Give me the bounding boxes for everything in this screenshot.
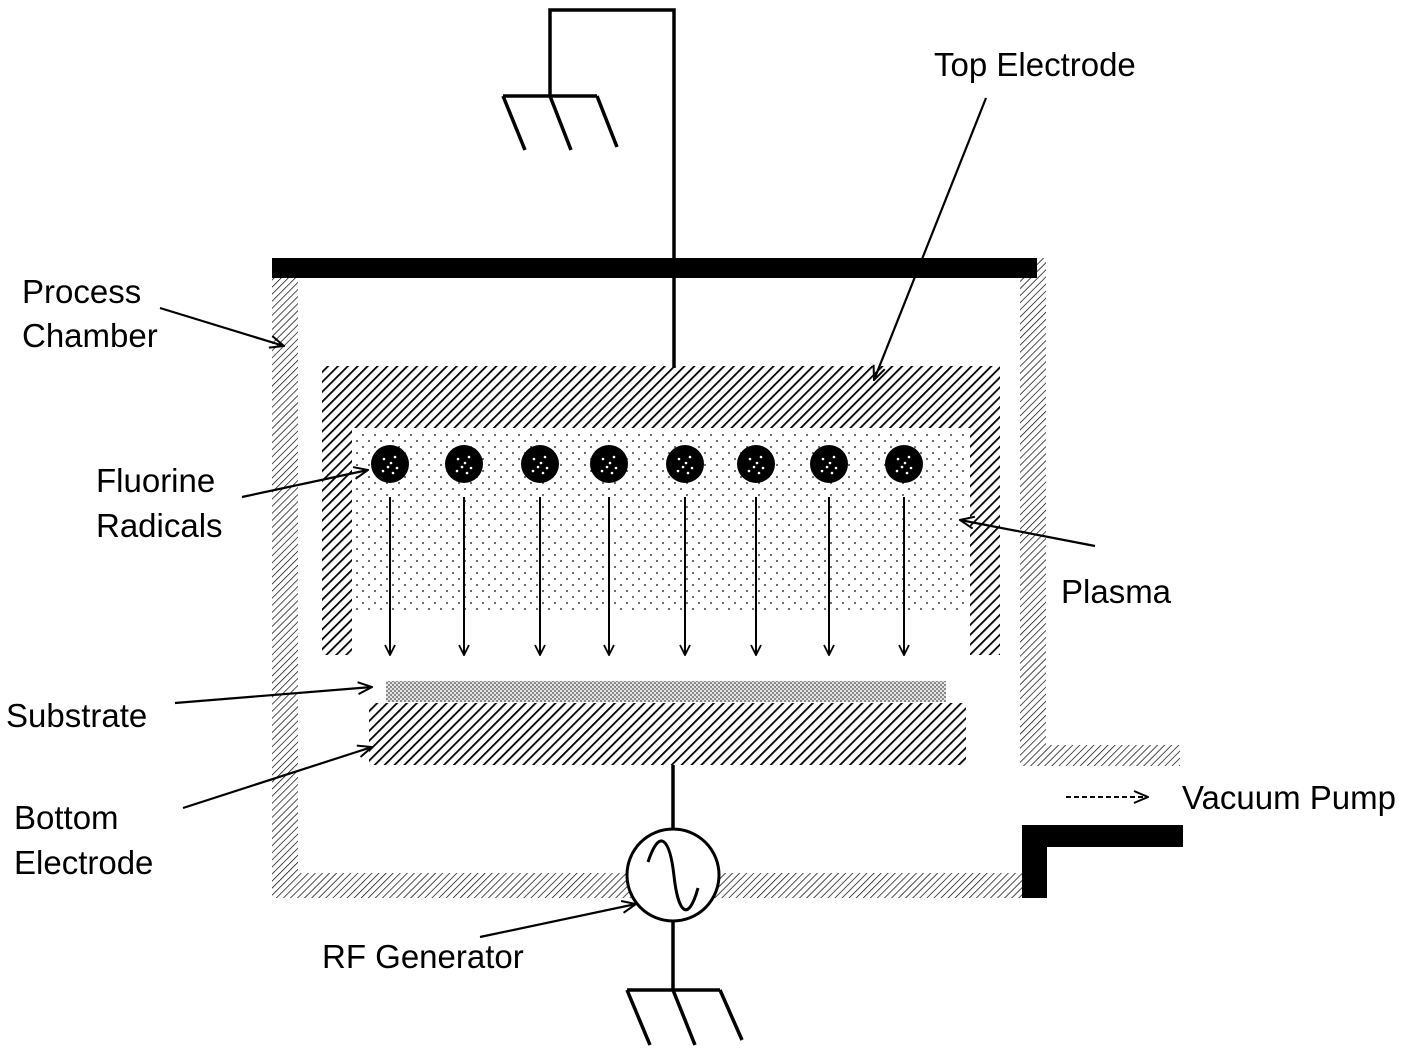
- radical-speck: [900, 465, 904, 469]
- fluorine-radicals-group: [371, 445, 923, 655]
- radical-speck: [391, 471, 395, 475]
- bottom-electrode-label-line1: Bottom: [14, 799, 119, 836]
- bottom-ground-icon: [625, 988, 744, 1046]
- radical-speck: [456, 457, 460, 461]
- fluorine-radical: [371, 445, 409, 483]
- substrate-leader: [174, 687, 372, 705]
- plasma-region: [354, 430, 968, 613]
- bottom-electrode: [369, 703, 966, 765]
- substrate-label: Substrate: [6, 697, 147, 734]
- radical-speck: [828, 461, 832, 465]
- top-ground-icon: [501, 94, 619, 151]
- radical-speck: [382, 457, 386, 461]
- radical-speck: [532, 457, 536, 461]
- rf-generator-label: RF Generator: [322, 938, 524, 975]
- radical-speck: [539, 461, 543, 465]
- radical-speck: [463, 461, 467, 465]
- rf-generator-icon: [625, 827, 721, 923]
- bottom-electrode-label-line2: Electrode: [14, 844, 153, 881]
- radical-speck: [747, 469, 751, 473]
- radical-speck: [610, 471, 614, 475]
- chamber-lid: [272, 258, 1037, 278]
- radical-speck: [677, 457, 681, 461]
- top-electrode-label: Top Electrode: [934, 46, 1136, 83]
- radical-speck: [909, 466, 913, 470]
- radical-speck: [684, 461, 688, 465]
- process-chamber-leader: [159, 306, 284, 346]
- radical-speck: [601, 457, 605, 461]
- top-electrode: [322, 366, 1000, 655]
- rf-generator-leader: [479, 904, 636, 939]
- fluorine-radical: [885, 445, 923, 483]
- radical-speck: [757, 471, 761, 475]
- plasma-leader: [960, 520, 1096, 548]
- fluorine-radicals-label-line1: Fluorine: [96, 462, 215, 499]
- radical-speck: [688, 455, 692, 459]
- process-chamber-walls: [272, 258, 1180, 898]
- radical-speck: [752, 465, 756, 469]
- vacuum-pump-label: Vacuum Pump: [1182, 779, 1396, 816]
- radical-speck: [905, 471, 909, 475]
- radical-speck: [686, 471, 690, 475]
- fluorine-radicals-label-line2: Radicals: [96, 507, 223, 544]
- radical-speck: [896, 457, 900, 461]
- radical-speck: [395, 466, 399, 470]
- fluorine-radical: [590, 445, 628, 483]
- vacuum-outlet-bracket: [1022, 825, 1183, 898]
- radical-speck: [761, 466, 765, 470]
- radical-speck: [759, 455, 763, 459]
- radical-speck: [605, 465, 609, 469]
- radical-speck: [903, 461, 907, 465]
- radical-speck: [545, 466, 549, 470]
- radical-speck: [830, 471, 834, 475]
- radical-speck: [614, 466, 618, 470]
- radical-speck: [465, 471, 469, 475]
- radical-speck: [541, 471, 545, 475]
- radical-speck: [676, 469, 680, 473]
- bottom-electrode-leader: [182, 747, 372, 810]
- plasma-label: Plasma: [1061, 573, 1172, 610]
- radical-speck: [469, 466, 473, 470]
- radical-speck: [832, 455, 836, 459]
- process-chamber-label-line2: Chamber: [22, 317, 158, 354]
- radical-speck: [393, 455, 397, 459]
- radical-speck: [690, 466, 694, 470]
- radical-speck: [600, 469, 604, 473]
- radical-speck: [381, 469, 385, 473]
- radical-speck: [821, 457, 825, 461]
- fluorine-radicals-leader: [241, 470, 368, 499]
- radical-speck: [531, 469, 535, 473]
- top-electrode-leader: [874, 97, 988, 380]
- substrate: [386, 681, 946, 702]
- fluorine-radical: [445, 445, 483, 483]
- radical-speck: [755, 461, 759, 465]
- radical-speck: [748, 457, 752, 461]
- radical-speck: [825, 465, 829, 469]
- radical-speck: [608, 461, 612, 465]
- process-chamber-label-line1: Process: [22, 273, 141, 310]
- fluorine-radical: [737, 445, 775, 483]
- radical-speck: [834, 466, 838, 470]
- radical-speck: [543, 455, 547, 459]
- radical-speck: [467, 455, 471, 459]
- radical-speck: [612, 455, 616, 459]
- radical-speck: [536, 465, 540, 469]
- fluorine-radical: [666, 445, 704, 483]
- radical-speck: [907, 455, 911, 459]
- radical-speck: [681, 465, 685, 469]
- fluorine-radical: [521, 445, 559, 483]
- fluorine-radical: [810, 445, 848, 483]
- leader-lines: [159, 97, 1096, 939]
- radical-speck: [460, 465, 464, 469]
- top-ground-wiring: [548, 8, 676, 368]
- radical-speck: [895, 469, 899, 473]
- radical-speck: [455, 469, 459, 473]
- radical-speck: [820, 469, 824, 473]
- radical-speck: [389, 461, 393, 465]
- radical-speck: [386, 465, 390, 469]
